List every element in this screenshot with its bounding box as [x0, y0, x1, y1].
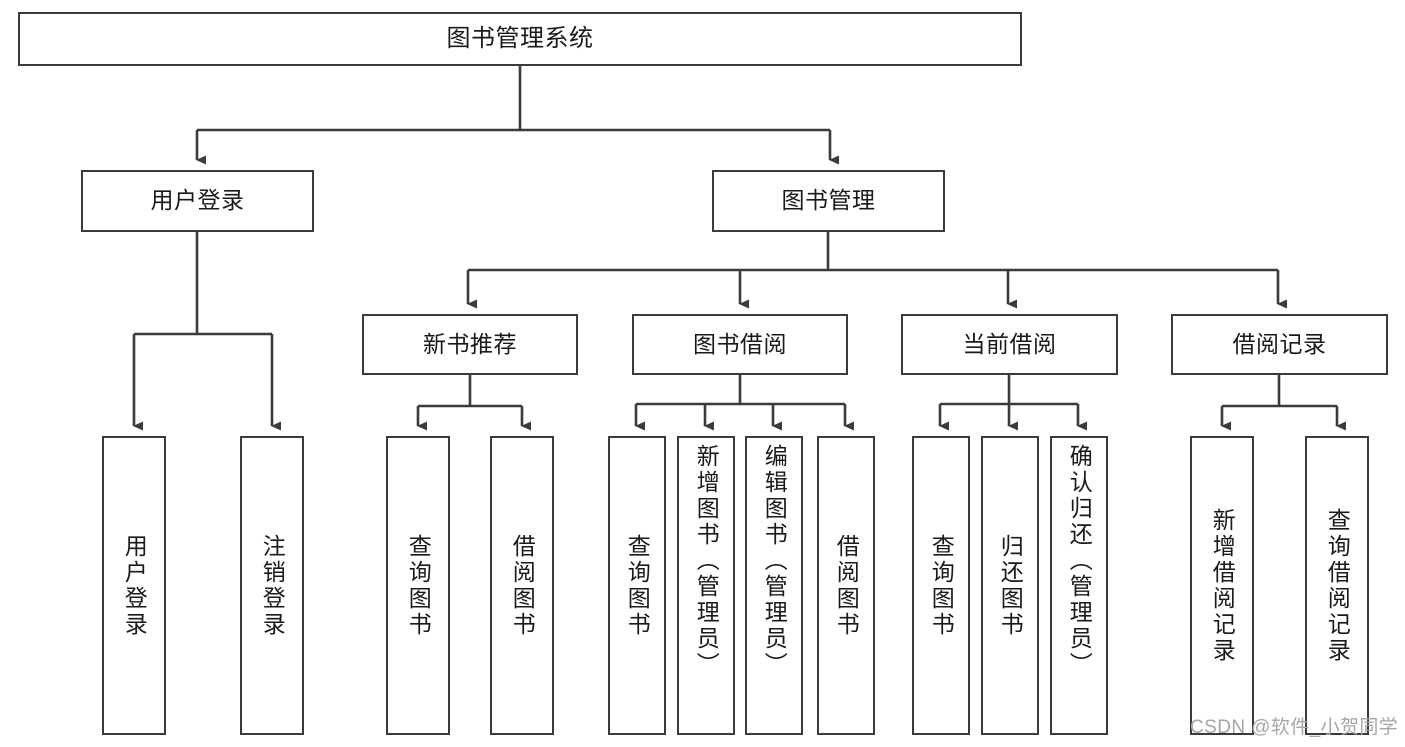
- node-current-borrow[interactable]: 当前借阅: [901, 314, 1118, 375]
- node-leaf-edit-book-admin[interactable]: 编辑图书（管理员）: [745, 436, 803, 735]
- node-leaf-borrow-book-recommend[interactable]: 借阅图书: [490, 436, 554, 735]
- node-label: 用户登录: [150, 187, 245, 214]
- node-leaf-confirm-return-admin[interactable]: 确认归还（管理员）: [1050, 436, 1108, 735]
- node-leaf-query-book-recommend[interactable]: 查询图书: [386, 436, 450, 735]
- node-root-book-management-system[interactable]: 图书管理系统: [18, 12, 1022, 66]
- node-book-borrow[interactable]: 图书借阅: [632, 314, 848, 375]
- node-leaf-query-borrow-record[interactable]: 查询借阅记录: [1305, 436, 1369, 735]
- node-new-book-recommend[interactable]: 新书推荐: [362, 314, 578, 375]
- node-label: 查询图书: [624, 533, 651, 638]
- node-leaf-query-book-current[interactable]: 查询图书: [912, 436, 970, 735]
- node-label: 查询图书: [405, 533, 432, 638]
- node-leaf-add-borrow-record[interactable]: 新增借阅记录: [1190, 436, 1254, 735]
- node-label: 新书推荐: [423, 330, 517, 357]
- node-user-login[interactable]: 用户登录: [81, 170, 314, 232]
- node-label: 新增借阅记录: [1209, 507, 1236, 664]
- node-leaf-user-login[interactable]: 用户登录: [102, 436, 166, 735]
- node-label: 确认归还（管理员）: [1066, 444, 1093, 678]
- watermark: CSDN @软件_小贺同学: [1190, 717, 1399, 738]
- node-label: 编辑图书（管理员）: [761, 444, 788, 678]
- node-label: 注销登录: [259, 533, 286, 638]
- node-leaf-user-logout[interactable]: 注销登录: [240, 436, 304, 735]
- node-label: 借阅图书: [509, 533, 536, 638]
- node-leaf-query-book-borrow[interactable]: 查询图书: [608, 436, 666, 735]
- node-label: 借阅记录: [1232, 330, 1327, 357]
- node-label: 当前借阅: [962, 330, 1057, 357]
- node-label: 借阅图书: [833, 533, 860, 638]
- node-label: 图书管理: [781, 187, 876, 214]
- node-leaf-return-book[interactable]: 归还图书: [981, 436, 1039, 735]
- node-borrow-record[interactable]: 借阅记录: [1171, 314, 1388, 375]
- node-label: 用户登录: [121, 533, 148, 638]
- node-leaf-add-book-admin[interactable]: 新增图书（管理员）: [677, 436, 735, 735]
- node-label: 新增图书（管理员）: [693, 444, 720, 678]
- node-label: 查询图书: [928, 533, 955, 638]
- node-leaf-borrow-book[interactable]: 借阅图书: [817, 436, 875, 735]
- node-book-management[interactable]: 图书管理: [712, 170, 945, 232]
- node-label: 图书借阅: [693, 330, 787, 357]
- node-label: 归还图书: [997, 533, 1024, 638]
- node-label: 查询借阅记录: [1324, 507, 1351, 664]
- node-label: 图书管理系统: [446, 24, 594, 52]
